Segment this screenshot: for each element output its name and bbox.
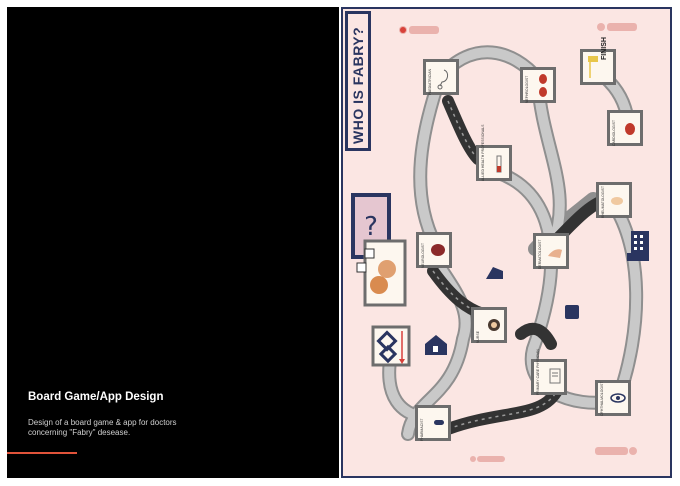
- board-title: WHO IS FABRY?: [350, 26, 366, 144]
- svg-text:?: ?: [364, 212, 378, 242]
- project-title: Board Game/App Design: [28, 391, 164, 403]
- joint-icon: [611, 197, 623, 205]
- document-icon: [549, 368, 561, 384]
- tile-cardiologist: CARDIOLOGIST: [607, 110, 643, 146]
- board-game-image: ? WHO IS FABRY? PA: [341, 7, 672, 478]
- kidney-icon: [539, 74, 547, 97]
- tile-neurologist: NEUROLOGIST: [416, 232, 452, 268]
- left-panel: [7, 7, 339, 478]
- heart-icon: [625, 123, 635, 135]
- stethoscope-icon: [437, 69, 449, 90]
- tile-nephrologist: NEPHROLOGIST: [520, 67, 556, 103]
- eye-icon: [610, 393, 626, 403]
- tile-rheumatologist: RHEUMATOLOGIST: [596, 182, 632, 218]
- tile-allied-health: ALLIED HEALTH PROFESSIONALS: [476, 124, 512, 181]
- finish-flag-icon: [588, 56, 598, 78]
- tile-primary-care: PRIMARY CARE PHYSICIAN: [531, 349, 567, 395]
- pill-icon: [434, 420, 444, 425]
- project-description: Design of a board game & app for doctors…: [28, 418, 177, 437]
- brain-icon: [431, 244, 445, 256]
- test-tube-icon: [496, 155, 502, 173]
- tile-ophthalmologist: OPHTHALMOLOGIST: [595, 380, 631, 416]
- tile-pharmacist: PHARMACIST: [415, 405, 451, 441]
- tile-paediatrician: PAEDIATRICIAN: [423, 59, 459, 95]
- tile-dermatologist: DERMATOLOGIST: [533, 233, 569, 269]
- tile-finish: FINISH: [580, 37, 616, 85]
- nurse-icon: [488, 319, 500, 331]
- title-banner: WHO IS FABRY?: [345, 11, 371, 151]
- hand-icon: [548, 249, 562, 258]
- accent-line: [7, 452, 77, 454]
- finish-label: FINISH: [601, 37, 608, 60]
- tile-nurse: NURSE: [471, 307, 507, 343]
